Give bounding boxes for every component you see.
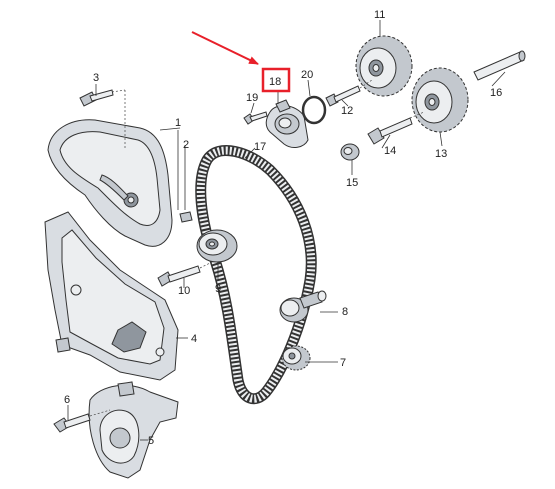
callout-19: 19 [246,92,258,104]
callout-3: 3 [93,72,99,84]
idler-pulley-part-8 [279,290,327,323]
bolt-part-10 [157,265,201,287]
bolt-part-12 [325,85,361,107]
callout-1: 1 [175,117,181,129]
bolt-part-19 [243,111,268,125]
callout-12: 12 [341,105,353,117]
bolt-part-14 [367,117,413,145]
callout-5: 5 [148,435,154,447]
callout-13: 13 [435,148,447,160]
highlight-box [261,67,291,93]
washer-part-15 [340,143,360,161]
callout-14: 14 [384,145,396,157]
callout-9: 9 [215,283,221,295]
pump-housing-part-18 [265,99,309,148]
callout-8: 8 [342,306,348,318]
rear-timing-cover-part-4 [44,211,179,381]
callout-4: 4 [191,333,197,345]
cam-adjuster-part-13 [411,67,469,133]
callout-2: 2 [183,139,189,151]
callout-20: 20 [301,69,313,81]
crank-sprocket-part-7 [281,345,311,371]
callout-6: 6 [64,394,70,406]
bolt-part-6 [53,413,91,433]
callout-15: 15 [346,177,358,189]
center-lines [89,79,425,417]
cam-sprocket-part-11 [355,35,413,97]
callout-17: 17 [254,141,266,153]
lower-cover-part-5 [88,381,179,479]
callout-10: 10 [178,285,190,297]
leader-lines [67,20,506,441]
callout-labels: 1 2 3 4 5 6 7 8 9 10 11 12 13 14 15 16 1… [64,9,502,447]
highlight-arrow [191,31,259,65]
callout-18: 18 [269,76,281,88]
callout-16: 16 [490,87,502,99]
o-ring-part-20 [301,95,327,125]
tensioner-pulley-part-9 [196,229,238,263]
pin-part-16 [473,50,526,81]
callout-7: 7 [340,357,346,369]
callout-11: 11 [374,9,385,21]
clip-part-2 [179,211,193,223]
upper-timing-cover-part-1 [47,119,173,247]
bolt-part-3 [79,89,114,107]
